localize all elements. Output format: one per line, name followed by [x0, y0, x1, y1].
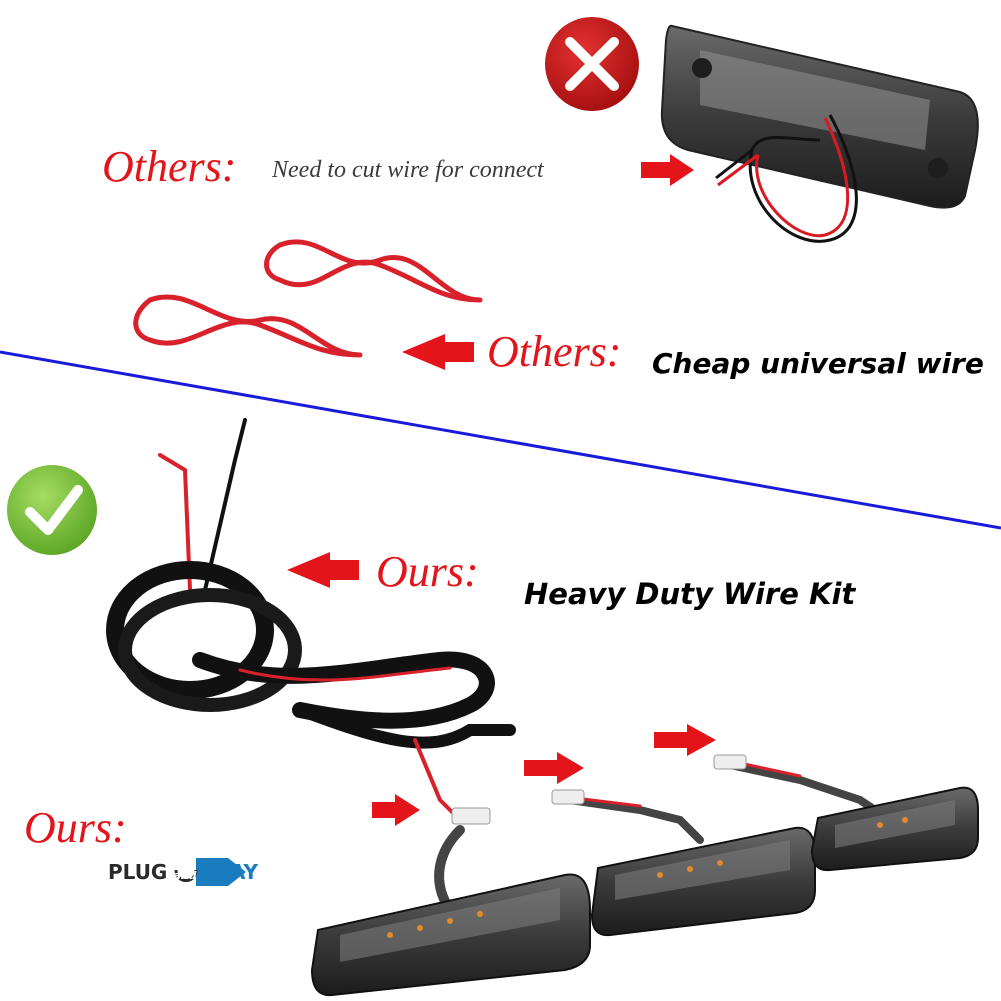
ours-prefix: Ours:	[24, 803, 127, 852]
arrow-right-icon	[641, 154, 694, 186]
others-prefix: Others:	[102, 142, 237, 191]
plug-word: PLUG	[108, 860, 168, 884]
plug-play-logo: PLUG and PLAY	[108, 860, 258, 884]
section-divider	[0, 350, 1001, 530]
arrow-left-icon	[402, 334, 474, 370]
others-top-note: Need to cut wire for connect	[272, 157, 544, 184]
wire-harness	[106, 418, 516, 915]
others-mid-label: Others:	[487, 326, 621, 377]
check-badge-icon	[7, 465, 97, 555]
and-word: and	[173, 869, 197, 882]
ours-plug-label: Ours:	[24, 802, 127, 853]
led-light-2	[590, 826, 816, 937]
arrow-left-icon	[287, 552, 359, 588]
arrow-right-icon	[654, 724, 716, 756]
others-mid-note: Cheap universal wire	[652, 347, 984, 380]
ours-kit-note: Heavy Duty Wire Kit	[524, 577, 855, 611]
plug-and-play-logo	[174, 858, 246, 886]
others-top-label: Others:	[102, 141, 236, 192]
universal-wire	[133, 239, 483, 358]
connector-wires	[451, 754, 879, 844]
led-light-1	[310, 873, 591, 997]
play-word: PLAY	[202, 860, 258, 884]
ours-kit-label: Ours:	[376, 546, 479, 597]
ours-prefix: Ours:	[376, 547, 479, 596]
cross-badge-icon	[545, 17, 639, 111]
others-prefix: Others:	[487, 327, 622, 376]
arrow-right-icon	[524, 752, 584, 784]
heavy-duty-note: Heavy Duty Wire Kit	[524, 577, 856, 611]
arrow-right-icon	[372, 794, 420, 826]
cheap-wire-note: Cheap universal wire	[652, 347, 984, 380]
competitor-light	[660, 24, 979, 243]
led-light-3	[810, 786, 979, 872]
cut-wire-note: Need to cut wire for connect	[272, 157, 544, 183]
